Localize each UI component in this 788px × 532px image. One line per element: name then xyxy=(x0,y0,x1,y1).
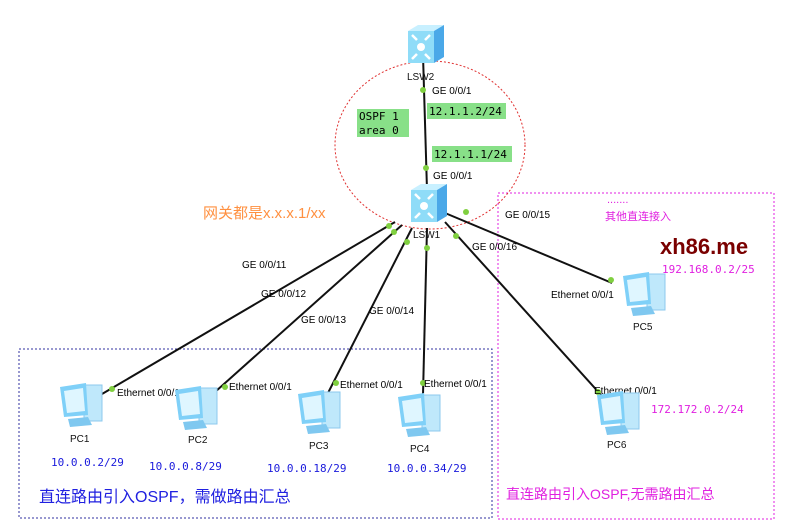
port-label: GE 0/0/12 xyxy=(261,289,306,300)
port-label: Ethernet 0/0/1 xyxy=(594,386,657,397)
pc4-icon[interactable] xyxy=(397,392,441,438)
left-box-note: 直连路由引入OSPF，需做路由汇总 xyxy=(39,488,291,506)
port-label: Ethernet 0/0/1 xyxy=(229,382,292,393)
dots-note: ....... xyxy=(607,194,628,206)
pc-label: PC5 xyxy=(633,322,653,333)
port-label: Ethernet 0/0/1 xyxy=(551,290,614,301)
port-label: GE 0/0/1 xyxy=(432,86,472,97)
lsw2-ip-label: 12.1.1.2/24 xyxy=(429,105,502,118)
link-pc3 xyxy=(327,227,413,394)
port-label: GE 0/0/11 xyxy=(242,260,287,271)
pc5-icon[interactable] xyxy=(622,271,666,317)
pc3-icon[interactable] xyxy=(297,389,341,435)
port-label: GE 0/0/16 xyxy=(472,242,517,253)
pc-label: PC1 xyxy=(70,434,90,445)
pc1-ip: 10.0.0.2/29 xyxy=(51,456,124,469)
pc6-icon[interactable] xyxy=(596,390,640,436)
pc3-ip: 10.0.0.18/29 xyxy=(267,462,346,475)
pc5-ip: 192.168.0.2/25 xyxy=(662,263,755,276)
ospf-process-label: OSPF 1 xyxy=(359,110,399,123)
gateway-note: 网关都是x.x.x.1/xx xyxy=(203,205,326,222)
port-label: Ethernet 0/0/1 xyxy=(340,380,403,391)
pc-label: PC4 xyxy=(410,444,430,455)
port-label: Ethernet 0/0/1 xyxy=(424,379,487,390)
port-label: Ethernet 0/0/1 xyxy=(117,388,180,399)
lsw1-label: LSW1 xyxy=(413,230,441,241)
right-box-note: 直连路由引入OSPF,无需路由汇总 xyxy=(506,486,714,502)
link-pc5 xyxy=(444,212,613,284)
pc-label: PC3 xyxy=(309,441,329,452)
port-label: GE 0/0/1 xyxy=(433,171,473,182)
pc2-icon[interactable] xyxy=(174,385,218,431)
pc-label: PC6 xyxy=(607,440,627,451)
port-label: GE 0/0/13 xyxy=(301,315,346,326)
link-pc1 xyxy=(101,221,396,395)
link-pc2 xyxy=(214,224,403,393)
port-label: GE 0/0/15 xyxy=(505,210,550,221)
port-dots xyxy=(109,87,614,395)
link-pc4 xyxy=(422,227,428,396)
other-direct-note: 其他直连接入 xyxy=(605,209,671,223)
switch-lsw2-icon[interactable] xyxy=(406,23,446,65)
left-group-box xyxy=(18,348,493,519)
right-group-box xyxy=(497,192,775,520)
pc2-ip: 10.0.0.8/29 xyxy=(149,460,222,473)
link-pc6 xyxy=(444,221,603,397)
port-label: GE 0/0/14 xyxy=(369,306,414,317)
watermark: xh86.me xyxy=(660,234,748,259)
links xyxy=(101,54,613,397)
lsw2-label: LSW2 xyxy=(407,72,435,83)
pc-label: PC2 xyxy=(188,435,208,446)
pc4-ip: 10.0.0.34/29 xyxy=(387,462,466,475)
lsw1-ip-label: 12.1.1.1/24 xyxy=(434,148,507,161)
ospf-area-label: area 0 xyxy=(359,124,399,137)
switch-lsw1-icon[interactable] xyxy=(409,182,449,224)
pc6-ip: 172.172.0.2/24 xyxy=(651,403,744,416)
pc1-icon[interactable] xyxy=(59,382,103,428)
